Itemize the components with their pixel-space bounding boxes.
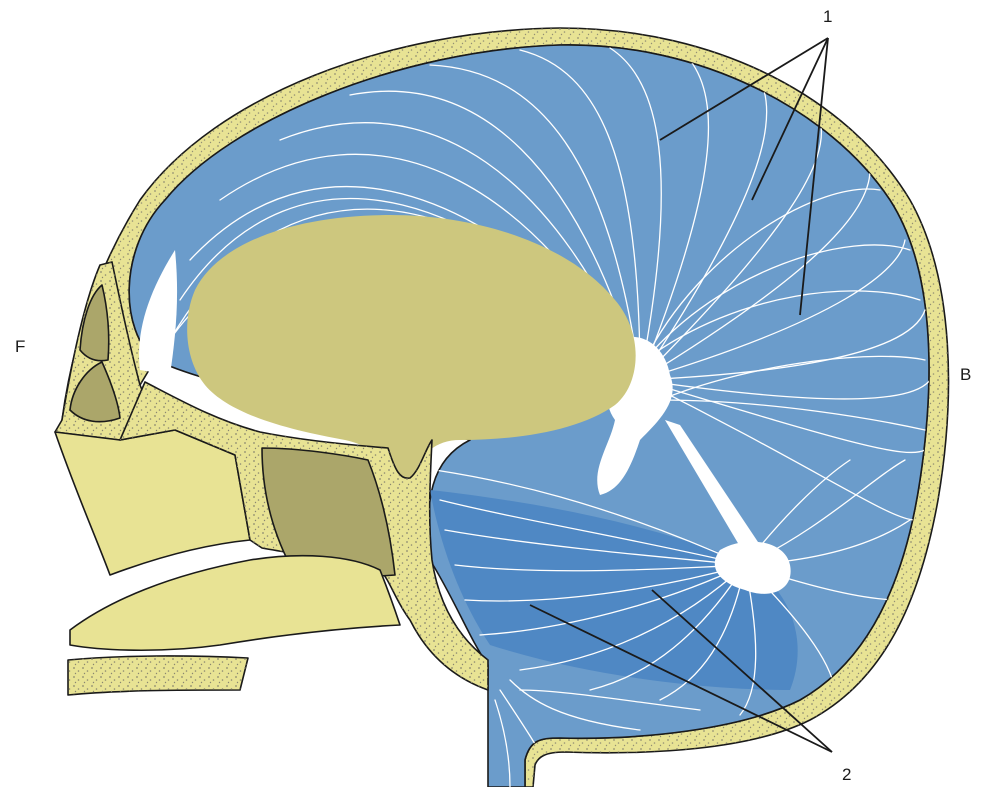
front-label: F [15,337,25,356]
orbital-plate-bone [55,430,250,575]
back-label: B [960,365,971,384]
callout-1-label: 1 [823,7,832,26]
callout-2-label: 2 [842,765,851,784]
frontal-sinus-upper-cavity [80,285,109,361]
mandible-speckle [68,656,248,695]
